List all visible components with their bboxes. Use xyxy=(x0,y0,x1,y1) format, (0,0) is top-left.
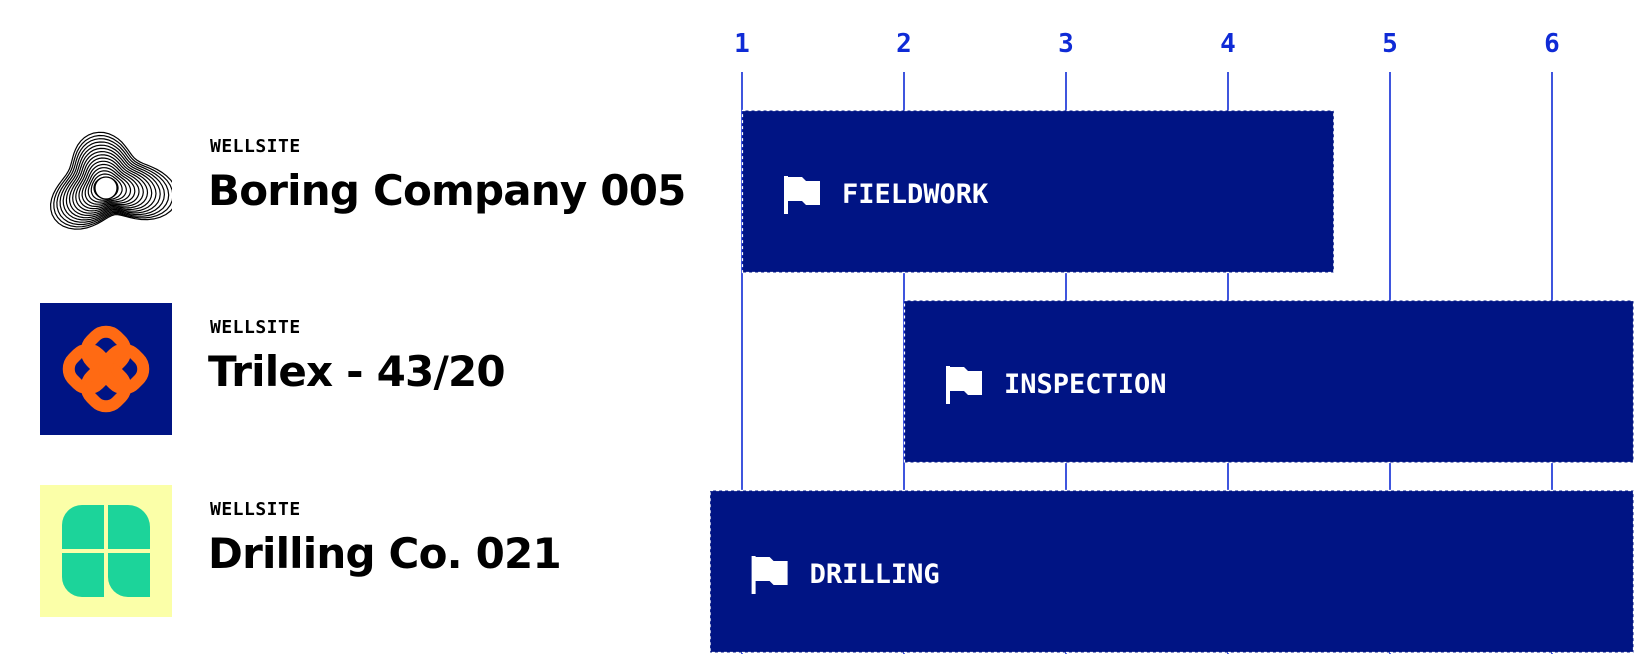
x-tick-label: 2 xyxy=(896,29,912,59)
task-bar[interactable] xyxy=(903,299,1635,464)
x-tick-label: 3 xyxy=(1058,29,1074,59)
wellsite-row-boring-company[interactable]: WELLSITE Boring Company 005 xyxy=(40,122,686,254)
wellsite-row-drilling-co[interactable]: WELLSITE Drilling Co. 021 xyxy=(40,485,680,617)
x-tick-label: 6 xyxy=(1544,29,1560,59)
contour-blob-logo-icon xyxy=(40,122,172,254)
wellsite-name: Drilling Co. 021 xyxy=(208,529,562,578)
x-tick-label: 5 xyxy=(1382,29,1398,59)
flag-icon xyxy=(784,176,820,214)
wellsite-list: WELLSITE Boring Company 005 WELLSITE Tri… xyxy=(0,0,686,654)
wellsite-kicker: WELLSITE xyxy=(210,499,301,520)
wellsite-kicker: WELLSITE xyxy=(210,317,301,338)
task-bar[interactable] xyxy=(741,109,1335,274)
wellsite-kicker: WELLSITE xyxy=(210,136,301,157)
task-label: INSPECTION xyxy=(1004,369,1167,400)
task-bar[interactable] xyxy=(709,489,1635,654)
x-tick-label: 4 xyxy=(1220,29,1236,59)
flag-icon xyxy=(946,366,982,404)
green-petals-logo-icon xyxy=(40,485,172,617)
wellsite-name: Trilex - 43/20 xyxy=(208,347,506,396)
flag-icon xyxy=(751,556,788,594)
wellsite-row-trilex[interactable]: WELLSITE Trilex - 43/20 xyxy=(40,303,680,435)
task-label: FIELDWORK xyxy=(842,179,989,210)
task-label: DRILLING xyxy=(810,559,940,590)
wellsite-name: Boring Company 005 xyxy=(208,166,686,215)
orange-knot-logo-icon xyxy=(40,303,172,435)
x-tick-label: 1 xyxy=(734,29,750,59)
